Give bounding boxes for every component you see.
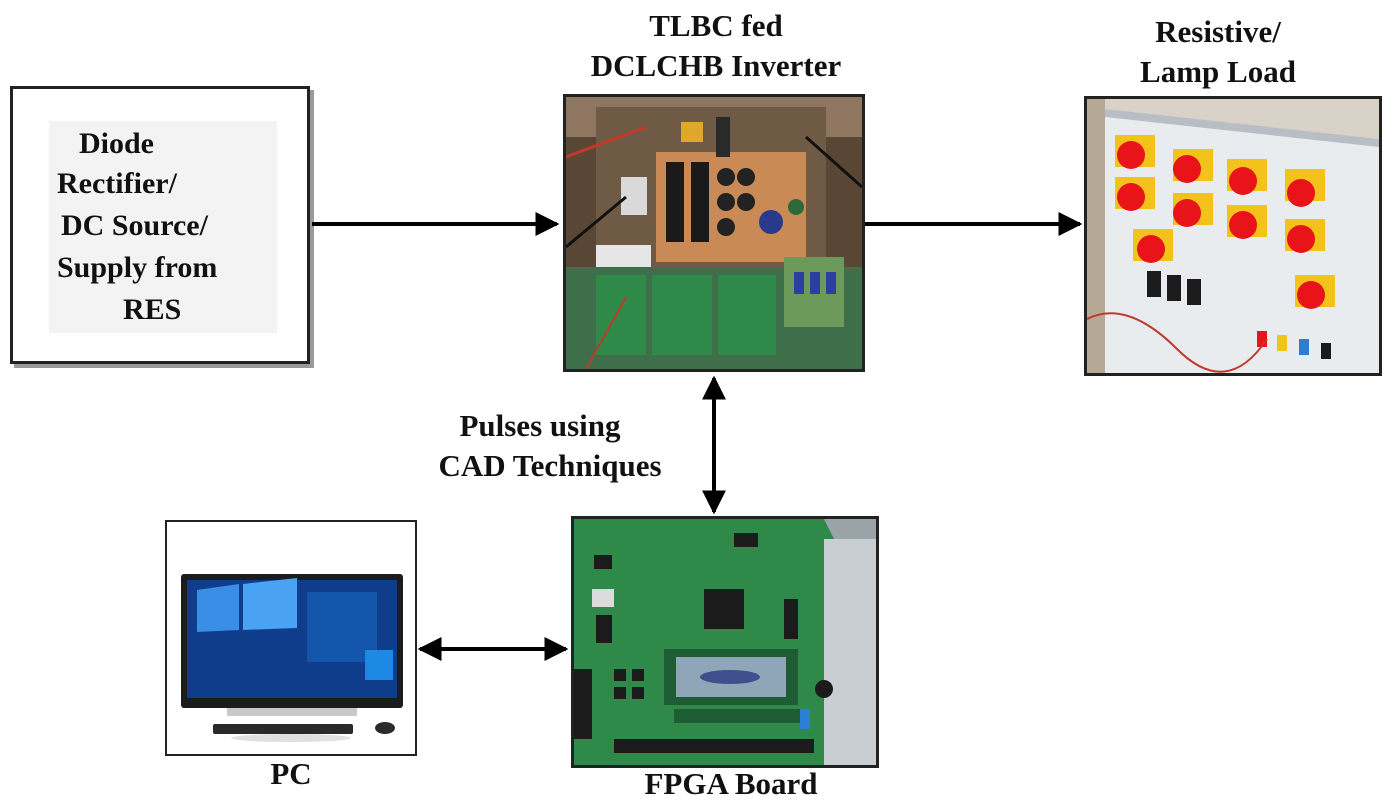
pc-illustration xyxy=(167,522,415,754)
source-line-3: DC Source/ xyxy=(61,209,208,242)
load-photo xyxy=(1084,96,1382,376)
pulses-label-line-2: CAD Techniques xyxy=(438,448,662,483)
source-line-4: Supply from xyxy=(57,251,218,284)
source-block: Diode Rectifier/ DC Source/ Supply from … xyxy=(10,86,310,364)
fpga-illustration xyxy=(574,519,876,765)
source-line-5: RES xyxy=(123,293,182,326)
source-label-panel: Diode Rectifier/ DC Source/ Supply from … xyxy=(49,121,277,333)
fpga-photo xyxy=(571,516,879,768)
pc-label: PC xyxy=(270,756,312,791)
inverter-title-line-2: DCLCHB Inverter xyxy=(590,48,842,83)
source-line-1: Diode xyxy=(79,127,154,160)
source-line-2: Rectifier/ xyxy=(57,167,177,200)
load-title-line-2: Lamp Load xyxy=(1140,54,1296,89)
inverter-illustration xyxy=(566,97,862,369)
load-title-line-1: Resistive/ xyxy=(1155,14,1281,49)
load-illustration xyxy=(1087,99,1379,373)
fpga-label: FPGA Board xyxy=(644,766,818,801)
pc-photo xyxy=(165,520,417,756)
inverter-title-line-1: TLBC fed xyxy=(649,8,783,43)
inverter-photo xyxy=(563,94,865,372)
pulses-label-line-1: Pulses using xyxy=(459,408,621,443)
